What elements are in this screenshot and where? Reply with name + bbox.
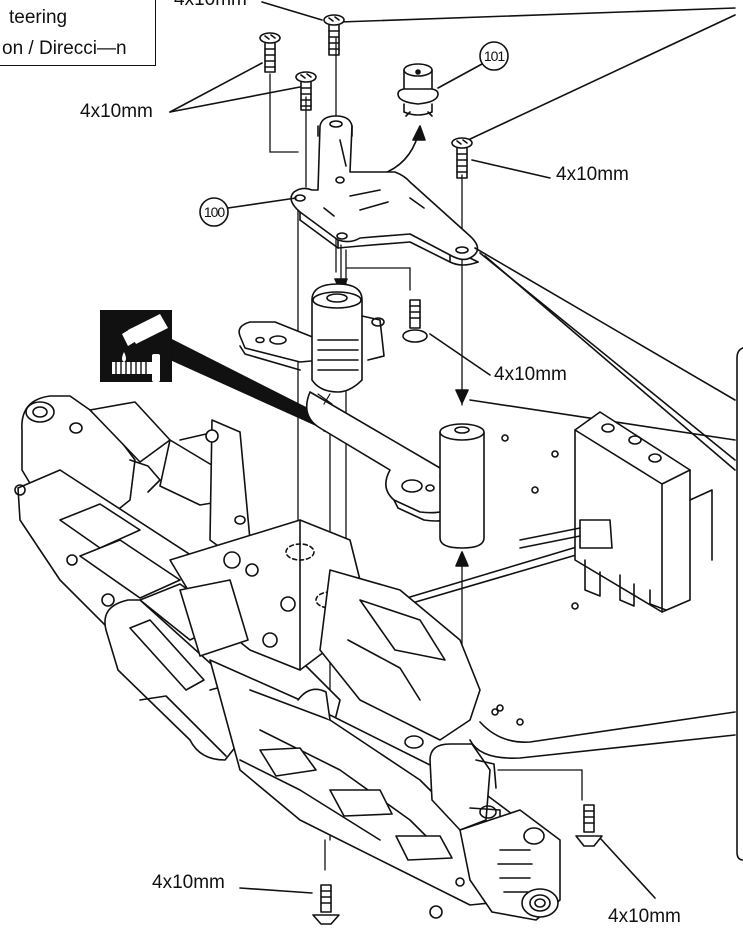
screw-label-right-upper: 4x10mm xyxy=(556,164,629,185)
screw-label-upper-left: 4x10mm xyxy=(80,101,153,122)
screw-label-bottom-left: 4x10mm xyxy=(152,872,225,893)
screw-bottom-right xyxy=(575,804,603,847)
screw-label-bottom-right: 4x10mm xyxy=(608,906,681,927)
arrow-up-post-bottom xyxy=(455,551,469,567)
section-title-line2: on / Direcci—n xyxy=(2,38,127,59)
ref-101-circle xyxy=(479,41,509,71)
threadlock-adhesive-icon xyxy=(100,310,172,382)
leader-lines xyxy=(169,1,736,899)
inset-frame xyxy=(736,347,743,861)
arrow-up-post-top xyxy=(455,389,469,404)
ref-100-circle xyxy=(199,197,229,227)
part-101-nut xyxy=(397,63,439,117)
part-ref-101: 101 xyxy=(483,48,505,64)
part-100-upper-plate xyxy=(290,115,479,266)
servo xyxy=(519,411,713,613)
screw-right-upper xyxy=(451,137,473,179)
screw-upper-left xyxy=(259,32,281,73)
screw-label-top: 4x10mm xyxy=(174,0,247,11)
screw-bottom-left xyxy=(312,884,340,925)
screw-middle xyxy=(402,299,428,343)
part-ref-100: 100 xyxy=(203,204,225,220)
front-suspension xyxy=(14,395,561,921)
steering-post xyxy=(439,423,485,549)
title-box: teering on / Direcci—n xyxy=(0,0,156,66)
screw-label-middle: 4x10mm xyxy=(494,364,567,385)
screw-upper-mid xyxy=(295,71,317,111)
section-title-line1: teering xyxy=(9,7,68,28)
screw-top xyxy=(323,14,345,56)
